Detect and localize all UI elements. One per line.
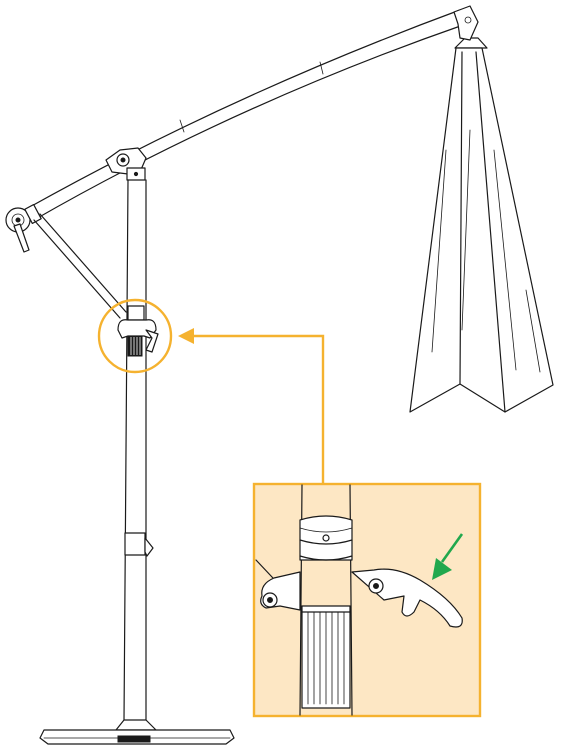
- callout-leader: [190, 334, 325, 485]
- height-clamp: [124, 532, 146, 556]
- weighted-base: [39, 729, 235, 745]
- top-elbow-joint: [453, 5, 479, 41]
- locking-collar: [117, 305, 159, 357]
- arrow-icon-head: [432, 558, 452, 580]
- detail-callout: [97, 298, 325, 485]
- closed-canopy: [409, 37, 554, 413]
- mast-pivot: [105, 147, 147, 181]
- rear-crank: [5, 203, 42, 253]
- arrow-icon: [440, 533, 464, 563]
- curved-arm: [27, 5, 479, 221]
- callout-arrowhead: [178, 328, 194, 344]
- main-pole: [115, 179, 157, 731]
- crank-handle: [13, 223, 30, 253]
- detail-inset: [252, 482, 482, 718]
- support-strut: [33, 213, 127, 319]
- callout-circle: [97, 298, 173, 374]
